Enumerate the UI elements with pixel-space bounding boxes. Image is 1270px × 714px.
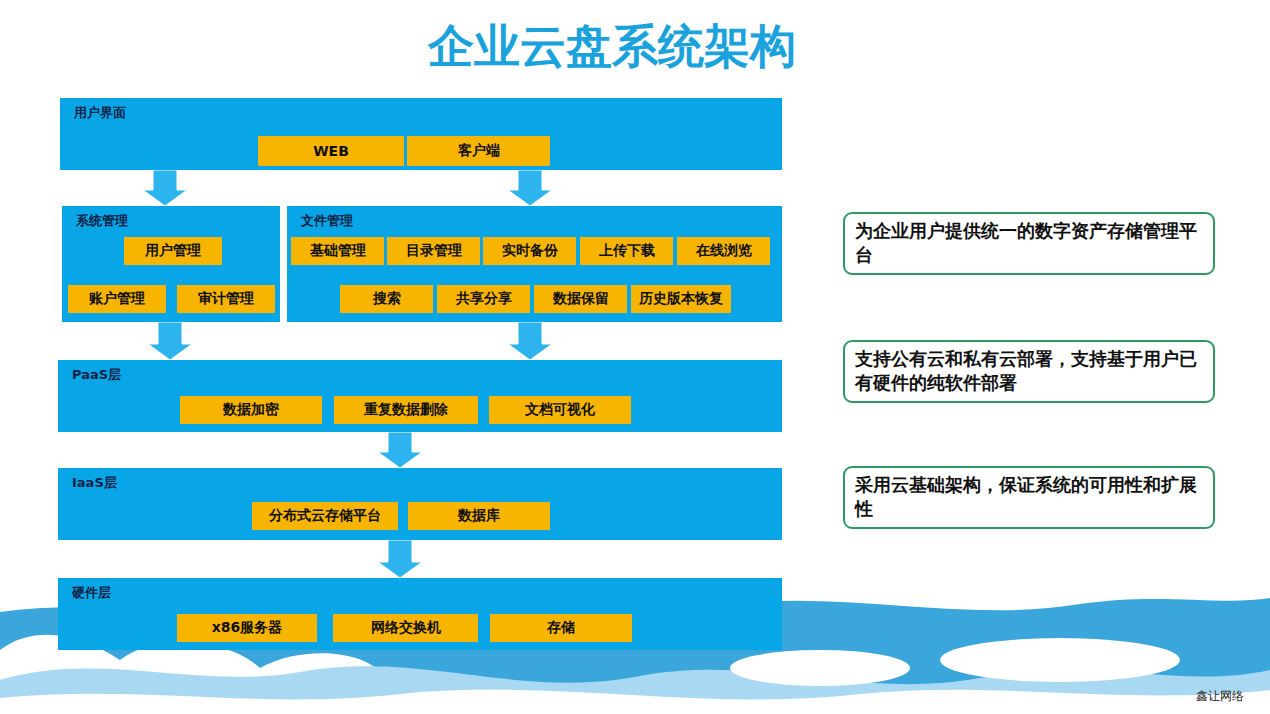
module-box: 网络交换机: [333, 614, 478, 642]
module-box: 上传下载: [580, 237, 673, 265]
flow-arrow: [508, 170, 552, 206]
callout-text: 为企业用户提供统一的数字资产存储管理平台: [855, 219, 1203, 268]
module-box: 数据库: [408, 502, 550, 530]
layer-heading: 系统管理: [76, 212, 128, 230]
module-label: 客户端: [458, 142, 500, 160]
module-box: 数据保留: [534, 285, 627, 313]
module-label: 网络交换机: [371, 619, 441, 637]
module-box: 基础管理: [291, 237, 384, 265]
module-box: 账户管理: [68, 285, 166, 313]
callout-text: 采用云基础架构，保证系统的可用性和扩展性: [855, 473, 1203, 522]
watermark: 鑫让网络: [1196, 688, 1244, 705]
cloud: [730, 650, 910, 686]
module-label: 用户管理: [145, 242, 201, 260]
module-box: 数据加密: [180, 396, 322, 424]
layer-band: 文件管理基础管理 目录管理 实时备份 上传下载 在线浏览搜索 共享分享 数据保留 历史版本恢复: [287, 206, 782, 322]
module-box: x86服务器: [177, 614, 317, 642]
module-label: 历史版本恢复: [639, 290, 723, 308]
callout-box: 为企业用户提供统一的数字资产存储管理平台: [843, 212, 1215, 275]
module-box: 存储: [490, 614, 632, 642]
module-box: 历史版本恢复: [631, 285, 731, 313]
layer-band: 硬件层 x86服务器 网络交换机 存储: [58, 578, 782, 650]
callout-box: 支持公有云和私有云部署，支持基于用户已有硬件的纯软件部署: [843, 340, 1215, 403]
module-box: 目录管理: [387, 237, 480, 265]
module-label: 基础管理: [310, 242, 366, 260]
module-box: 搜索: [340, 285, 433, 313]
module-box: 重复数据删除: [334, 396, 478, 424]
module-box: 客户端: [407, 136, 550, 166]
module-label: 分布式云存储平台: [269, 507, 381, 525]
flow-arrow: [378, 540, 422, 578]
diagram-title: 企业云盘系统架构: [0, 16, 1224, 78]
module-label: 目录管理: [406, 242, 462, 260]
module-box: WEB: [258, 136, 404, 166]
module-label: WEB: [313, 143, 349, 159]
module-label: 存储: [547, 619, 575, 637]
module-label: 数据加密: [223, 401, 279, 419]
module-label: 在线浏览: [696, 242, 752, 260]
flow-arrow: [143, 170, 187, 206]
cloud: [0, 690, 1270, 714]
module-label: 实时备份: [502, 242, 558, 260]
module-label: x86服务器: [212, 619, 283, 637]
cloud: [940, 638, 1180, 682]
layer-band: IaaS层分布式云存储平台 数据库: [58, 468, 782, 540]
callout-box: 采用云基础架构，保证系统的可用性和扩展性: [843, 466, 1215, 529]
module-box: 用户管理: [124, 237, 222, 265]
layer-heading: 用户界面: [74, 104, 126, 122]
module-label: 搜索: [373, 290, 401, 308]
flow-arrow: [508, 322, 552, 360]
module-label: 重复数据删除: [364, 401, 448, 419]
module-box: 审计管理: [177, 285, 275, 313]
module-box: 实时备份: [483, 237, 576, 265]
layer-heading: PaaS层: [72, 366, 121, 384]
module-box: 共享分享: [437, 285, 530, 313]
layer-heading: IaaS层: [72, 474, 117, 492]
layer-heading: 硬件层: [72, 584, 111, 602]
module-label: 数据库: [458, 507, 500, 525]
layer-band: 用户界面 WEB 客户端: [60, 98, 782, 170]
layer-heading: 文件管理: [301, 212, 353, 230]
flow-arrow: [148, 322, 192, 360]
module-label: 账户管理: [89, 290, 145, 308]
module-label: 共享分享: [456, 290, 512, 308]
module-box: 分布式云存储平台: [252, 502, 398, 530]
module-box: 文档可视化: [489, 396, 631, 424]
module-label: 数据保留: [553, 290, 609, 308]
flow-arrow: [378, 432, 422, 468]
module-label: 文档可视化: [525, 401, 595, 419]
module-box: 在线浏览: [677, 237, 770, 265]
layer-band: PaaS层数据加密 重复数据删除 文档可视化: [58, 360, 782, 432]
module-label: 审计管理: [198, 290, 254, 308]
layer-band: 系统管理用户管理账户管理 审计管理: [62, 206, 280, 322]
callout-text: 支持公有云和私有云部署，支持基于用户已有硬件的纯软件部署: [855, 347, 1203, 396]
module-label: 上传下载: [599, 242, 655, 260]
